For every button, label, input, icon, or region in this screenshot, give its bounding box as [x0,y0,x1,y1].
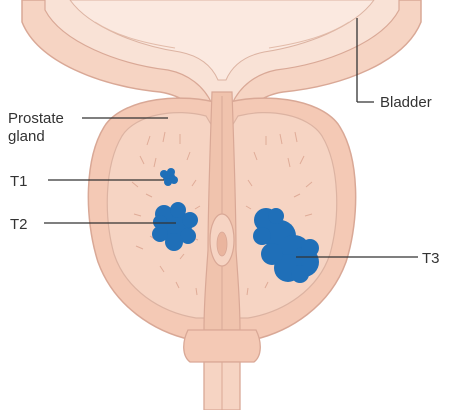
t1-label: T1 [10,173,28,190]
t3-label: T3 [422,250,440,267]
t2-label: T2 [10,216,28,233]
bladder-label: Bladder [380,94,432,111]
prostate-gland-label: Prostate [8,110,64,127]
prostate-gland-label-line2: gland [8,128,45,145]
sphincter-band [184,330,261,362]
verumontanum-core [217,232,227,256]
lower-urethra [184,330,261,410]
